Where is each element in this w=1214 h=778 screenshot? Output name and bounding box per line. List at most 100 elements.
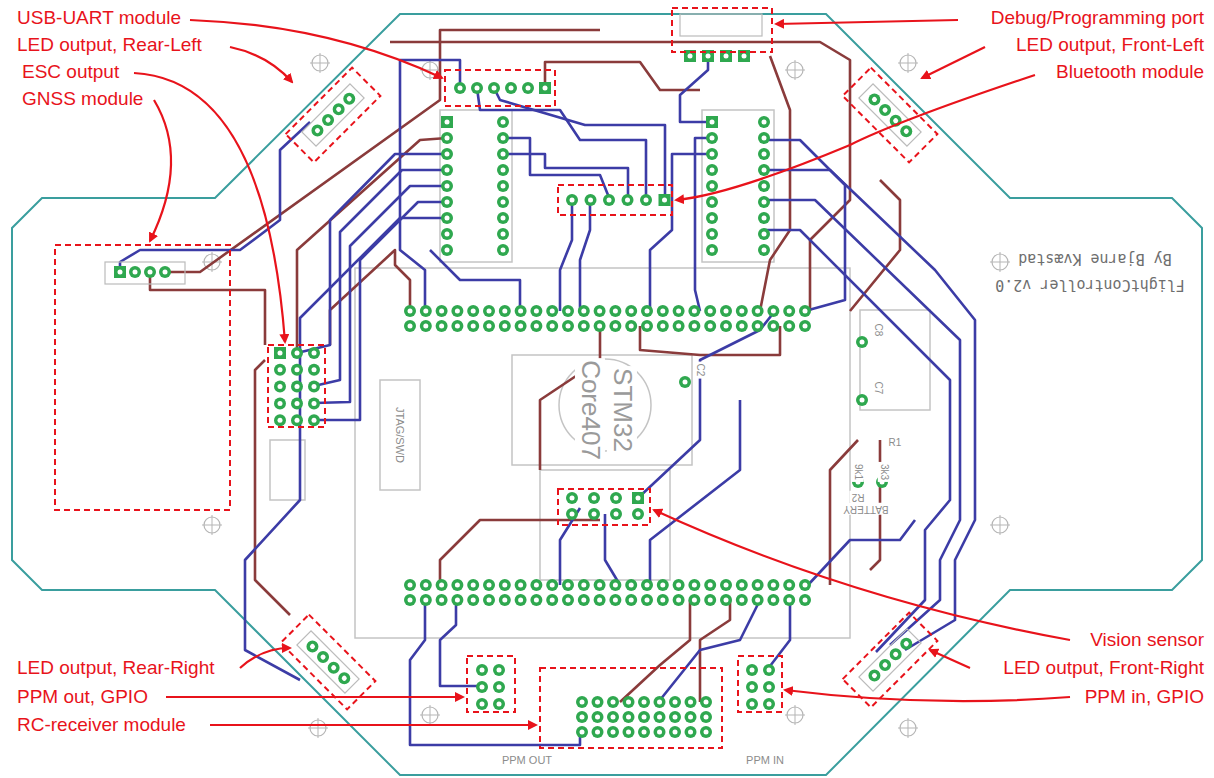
pad-hole bbox=[710, 184, 715, 189]
pad-hole bbox=[676, 583, 681, 588]
pad-hole bbox=[613, 309, 618, 314]
pad bbox=[866, 91, 883, 108]
pad-hole bbox=[487, 583, 492, 588]
mounting-hole-cross bbox=[308, 718, 328, 738]
callout-label: LED output, Rear-Right bbox=[15, 657, 217, 679]
pad-hole bbox=[408, 583, 413, 588]
pad-hole bbox=[762, 232, 767, 237]
connector-outline bbox=[859, 629, 921, 691]
pad bbox=[607, 711, 619, 723]
pad-hole bbox=[645, 583, 650, 588]
pad bbox=[566, 508, 578, 520]
pad bbox=[467, 305, 479, 317]
mounting-holes bbox=[202, 53, 1010, 738]
pad-hole bbox=[501, 152, 506, 157]
pad-hole bbox=[501, 168, 506, 173]
pad-hole bbox=[445, 168, 450, 173]
pad bbox=[706, 196, 718, 208]
pad bbox=[700, 711, 712, 723]
pad bbox=[562, 579, 574, 591]
pad-hole bbox=[710, 120, 715, 125]
pad-hole bbox=[580, 700, 585, 705]
pad-hole bbox=[581, 598, 586, 603]
pad-hole bbox=[570, 496, 575, 501]
callout-label: Vision sensor bbox=[1088, 629, 1206, 651]
pad bbox=[700, 696, 712, 708]
pad-hole bbox=[903, 640, 910, 647]
pad bbox=[505, 82, 517, 94]
pad-hole bbox=[692, 309, 697, 314]
pad-hole bbox=[803, 309, 808, 314]
pad-hole bbox=[625, 198, 630, 203]
pad bbox=[623, 711, 635, 723]
pad-hole bbox=[471, 583, 476, 588]
pad bbox=[704, 305, 716, 317]
pad bbox=[746, 698, 758, 710]
pad bbox=[404, 579, 416, 591]
pad bbox=[736, 594, 748, 606]
pad-hole bbox=[676, 309, 681, 314]
pad-hole bbox=[592, 512, 597, 517]
trace bbox=[400, 60, 460, 311]
pad bbox=[736, 579, 748, 591]
pad-hole bbox=[710, 168, 715, 173]
pad-hole bbox=[750, 668, 755, 673]
pad bbox=[609, 320, 621, 332]
pad-hole bbox=[439, 309, 444, 314]
pad bbox=[746, 664, 758, 676]
pad bbox=[706, 148, 718, 160]
pad-hole bbox=[534, 598, 539, 603]
pad-hole bbox=[492, 86, 497, 91]
pad bbox=[451, 594, 463, 606]
pad bbox=[308, 397, 320, 409]
pad bbox=[441, 180, 453, 192]
pad bbox=[752, 320, 764, 332]
pad-hole bbox=[803, 324, 808, 329]
pad-hole bbox=[645, 309, 650, 314]
pad-hole bbox=[657, 715, 662, 720]
pad bbox=[467, 579, 479, 591]
mounting-hole-cross bbox=[990, 515, 1010, 535]
pad bbox=[576, 696, 588, 708]
pad bbox=[758, 132, 770, 144]
trace bbox=[560, 200, 572, 311]
pad-hole bbox=[708, 309, 713, 314]
board-author: By Bjarne Kvæstad bbox=[1016, 249, 1174, 266]
pad bbox=[706, 212, 718, 224]
pad-hole bbox=[762, 168, 767, 173]
pad-hole bbox=[471, 309, 476, 314]
pad-hole bbox=[636, 496, 641, 501]
pad-hole bbox=[480, 685, 485, 690]
pad bbox=[336, 670, 353, 687]
pad-hole bbox=[613, 583, 618, 588]
pad bbox=[546, 579, 558, 591]
pad-hole bbox=[423, 598, 428, 603]
pad-hole bbox=[445, 248, 450, 253]
pad bbox=[758, 180, 770, 192]
pad-hole bbox=[611, 700, 616, 705]
silkscreen-label: R2 bbox=[850, 491, 867, 503]
pad bbox=[308, 347, 320, 359]
pad-hole bbox=[642, 715, 647, 720]
pad-hole bbox=[581, 309, 586, 314]
pad-hole bbox=[860, 340, 865, 345]
connector-outline bbox=[302, 84, 364, 146]
pad bbox=[685, 726, 697, 738]
pad-hole bbox=[501, 216, 506, 221]
pad-hole bbox=[660, 324, 665, 329]
pad bbox=[530, 305, 542, 317]
pad bbox=[736, 320, 748, 332]
pad-hole bbox=[614, 512, 619, 517]
mounting-hole-cross bbox=[785, 705, 805, 725]
silkscreen-label: C8 bbox=[872, 322, 884, 339]
pad bbox=[877, 102, 894, 119]
pad-hole bbox=[566, 598, 571, 603]
pad-hole bbox=[550, 324, 555, 329]
pad bbox=[566, 194, 578, 206]
pad-hole bbox=[710, 216, 715, 221]
pad-hole bbox=[439, 324, 444, 329]
pad-hole bbox=[501, 200, 506, 205]
trace bbox=[410, 600, 580, 745]
pad bbox=[562, 305, 574, 317]
